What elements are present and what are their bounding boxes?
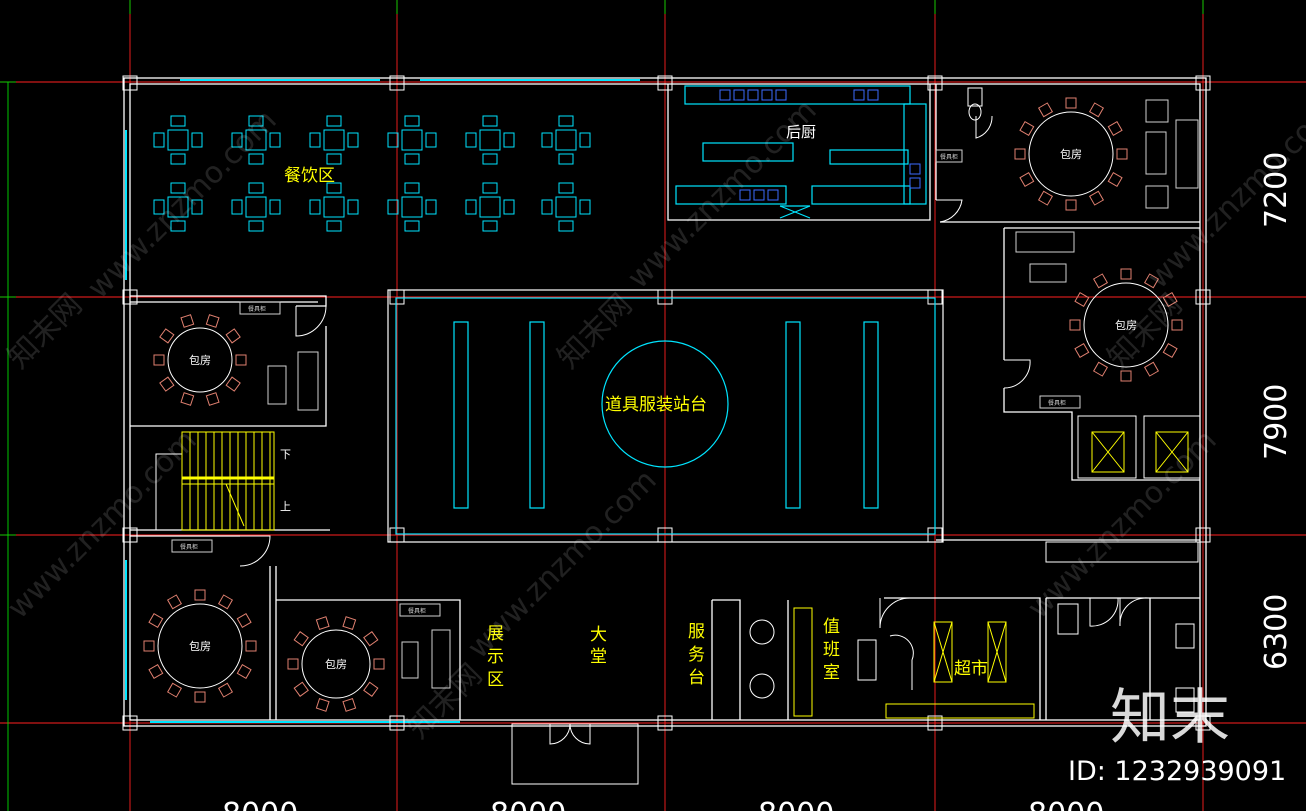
private-room-label: 包房 [189, 640, 211, 653]
kitchen-sinks [719, 89, 921, 201]
dimension-label: 6300 [1259, 594, 1294, 670]
dimension-label: 7200 [1259, 152, 1294, 228]
stair-up-label: 上 [280, 500, 291, 513]
round-table: 包房 [1069, 268, 1183, 382]
doors [239, 115, 1149, 785]
exhibit-label-3: 区 [487, 670, 504, 690]
dining-table [231, 182, 281, 232]
exhibit-label-1: 展 [487, 624, 504, 644]
svg-text:www.znzmo.com: www.znzmo.com [1, 423, 204, 626]
stair-down-label: 下 [280, 448, 291, 461]
columns [122, 75, 1211, 731]
dimension-label: 8000 [758, 797, 834, 811]
svg-text:www.znzmo.com: www.znzmo.com [461, 463, 664, 666]
round-table: 包房 [143, 589, 257, 703]
dimension-label: 8000 [222, 797, 298, 811]
duty-label-2: 班 [823, 640, 840, 660]
stage-label: 道具服装站台 [605, 395, 707, 415]
round-table: 包房 [287, 616, 385, 712]
interior-walls [130, 84, 1200, 720]
round-table: 包房 [153, 314, 247, 406]
dining-area-label: 餐饮区 [284, 166, 335, 186]
dining-table [387, 182, 437, 232]
svg-text:知末网: 知末网 [551, 287, 639, 375]
svg-text:知末网: 知末网 [1, 287, 89, 375]
dimension-label: 8000 [1028, 797, 1104, 811]
supermarket-fixtures [749, 87, 1199, 719]
private-room-label: 包房 [189, 354, 211, 367]
kitchen-label: 后厨 [786, 123, 816, 141]
dining-table [465, 115, 515, 165]
cabinet-tag-text: 餐具柜 [180, 543, 198, 551]
dining-table [541, 182, 591, 232]
dining-table [309, 115, 359, 165]
lobby-label-2: 堂 [590, 647, 607, 667]
cabinet-tag-text: 餐具柜 [248, 305, 266, 313]
dining-tables [153, 115, 591, 232]
service-label-2: 务 [688, 645, 705, 665]
brand-logo: 知末 [1110, 683, 1230, 753]
lobby-label-1: 大 [590, 625, 607, 645]
dining-table [465, 182, 515, 232]
supermarket-label: 超市 [954, 659, 988, 679]
private-room-label: 包房 [1060, 148, 1082, 161]
stage [387, 289, 944, 543]
staircase: 下 上 [155, 431, 291, 531]
dining-table [541, 115, 591, 165]
svg-text:www.znzmo.com: www.znzmo.com [1021, 423, 1224, 626]
dining-table [153, 115, 203, 165]
lounge-furniture [267, 99, 1199, 689]
private-room-label: 包房 [1115, 319, 1137, 332]
dimension-label: 8000 [490, 797, 566, 811]
service-label-1: 服 [688, 622, 705, 642]
outer-walls [123, 77, 1207, 727]
exhibit-label-2: 示 [487, 647, 504, 667]
cabinet-tag-text: 餐具柜 [408, 607, 426, 615]
dining-table [153, 182, 203, 232]
svg-text:www.znzmo.com: www.znzmo.com [621, 93, 824, 296]
dining-table [231, 115, 281, 165]
svg-text:www.znzmo.com: www.znzmo.com [81, 103, 284, 306]
dining-table [309, 182, 359, 232]
duty-label-1: 值 [823, 617, 840, 637]
image-id: ID: 1232939091 [1068, 756, 1286, 787]
dimension-label: 7900 [1259, 384, 1294, 460]
svg-text:知末网: 知末网 [401, 657, 489, 745]
elevators [1077, 415, 1201, 479]
cabinet-tag-text: 餐具柜 [940, 153, 958, 161]
cabinet-tags [171, 149, 1081, 617]
service-label-3: 台 [688, 668, 705, 688]
private-room-label: 包房 [325, 658, 347, 671]
dining-table [387, 115, 437, 165]
duty-label-3: 室 [823, 663, 840, 683]
round-table: 包房 [1014, 97, 1128, 211]
kitchen-equipment [675, 85, 927, 219]
cabinet-tag-text: 餐具柜 [1048, 399, 1066, 407]
